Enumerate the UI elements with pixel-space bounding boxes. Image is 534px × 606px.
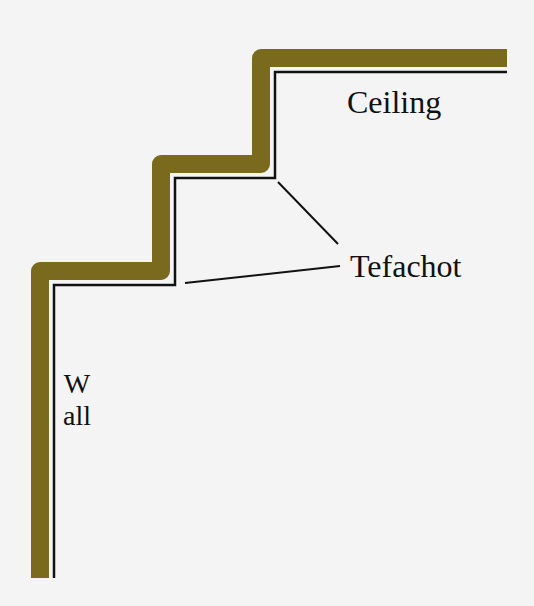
ceiling-label: Ceiling (347, 86, 441, 118)
tefachot-label: Tefachot (350, 250, 461, 282)
wall-ceiling-line (54, 72, 507, 578)
wall-label: Wall (63, 368, 91, 432)
leader-line (185, 266, 340, 283)
leader-line (278, 182, 338, 244)
wall-ceiling-band (40, 58, 507, 578)
